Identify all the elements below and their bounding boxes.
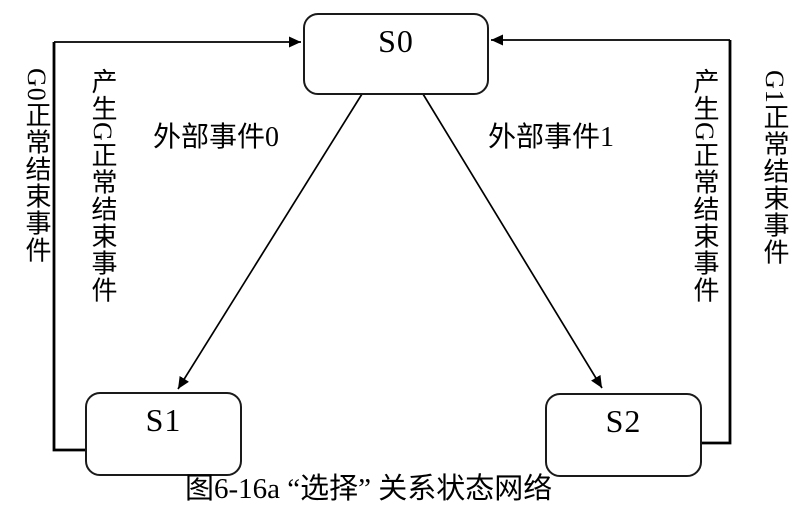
- state-node-s1: S1: [85, 392, 242, 476]
- edge-label-generate-g-normal-end-event-left: 产生G正常结束事件: [88, 68, 117, 304]
- edge-label-external-event-0: 外部事件0: [153, 122, 280, 153]
- edge-s2-to-s0-loop: [702, 40, 732, 445]
- edge-s0-to-s2-arrow: [422, 93, 603, 389]
- state-node-s2: S2: [545, 393, 702, 477]
- state-label-s0: S0: [378, 23, 414, 59]
- state-label-s2: S2: [605, 403, 642, 439]
- edge-label-g1-normal-end-event: G1正常结束事件: [760, 70, 789, 266]
- edge-label-external-event-1: 外部事件1: [488, 122, 615, 153]
- state-node-s0: S0: [303, 13, 489, 95]
- edge-s0-to-s1-arrow: [177, 93, 363, 390]
- edge-label-generate-g-normal-end-event-right: 产生G正常结束事件: [690, 68, 719, 304]
- figure-caption: 图6-16a “选择” 关系状态网络: [185, 473, 553, 505]
- state-label-s1: S1: [145, 402, 182, 438]
- edge-s1-to-s0-loop: [52, 42, 86, 452]
- edge-label-g0-normal-end-event: G0正常结束事件: [22, 68, 51, 264]
